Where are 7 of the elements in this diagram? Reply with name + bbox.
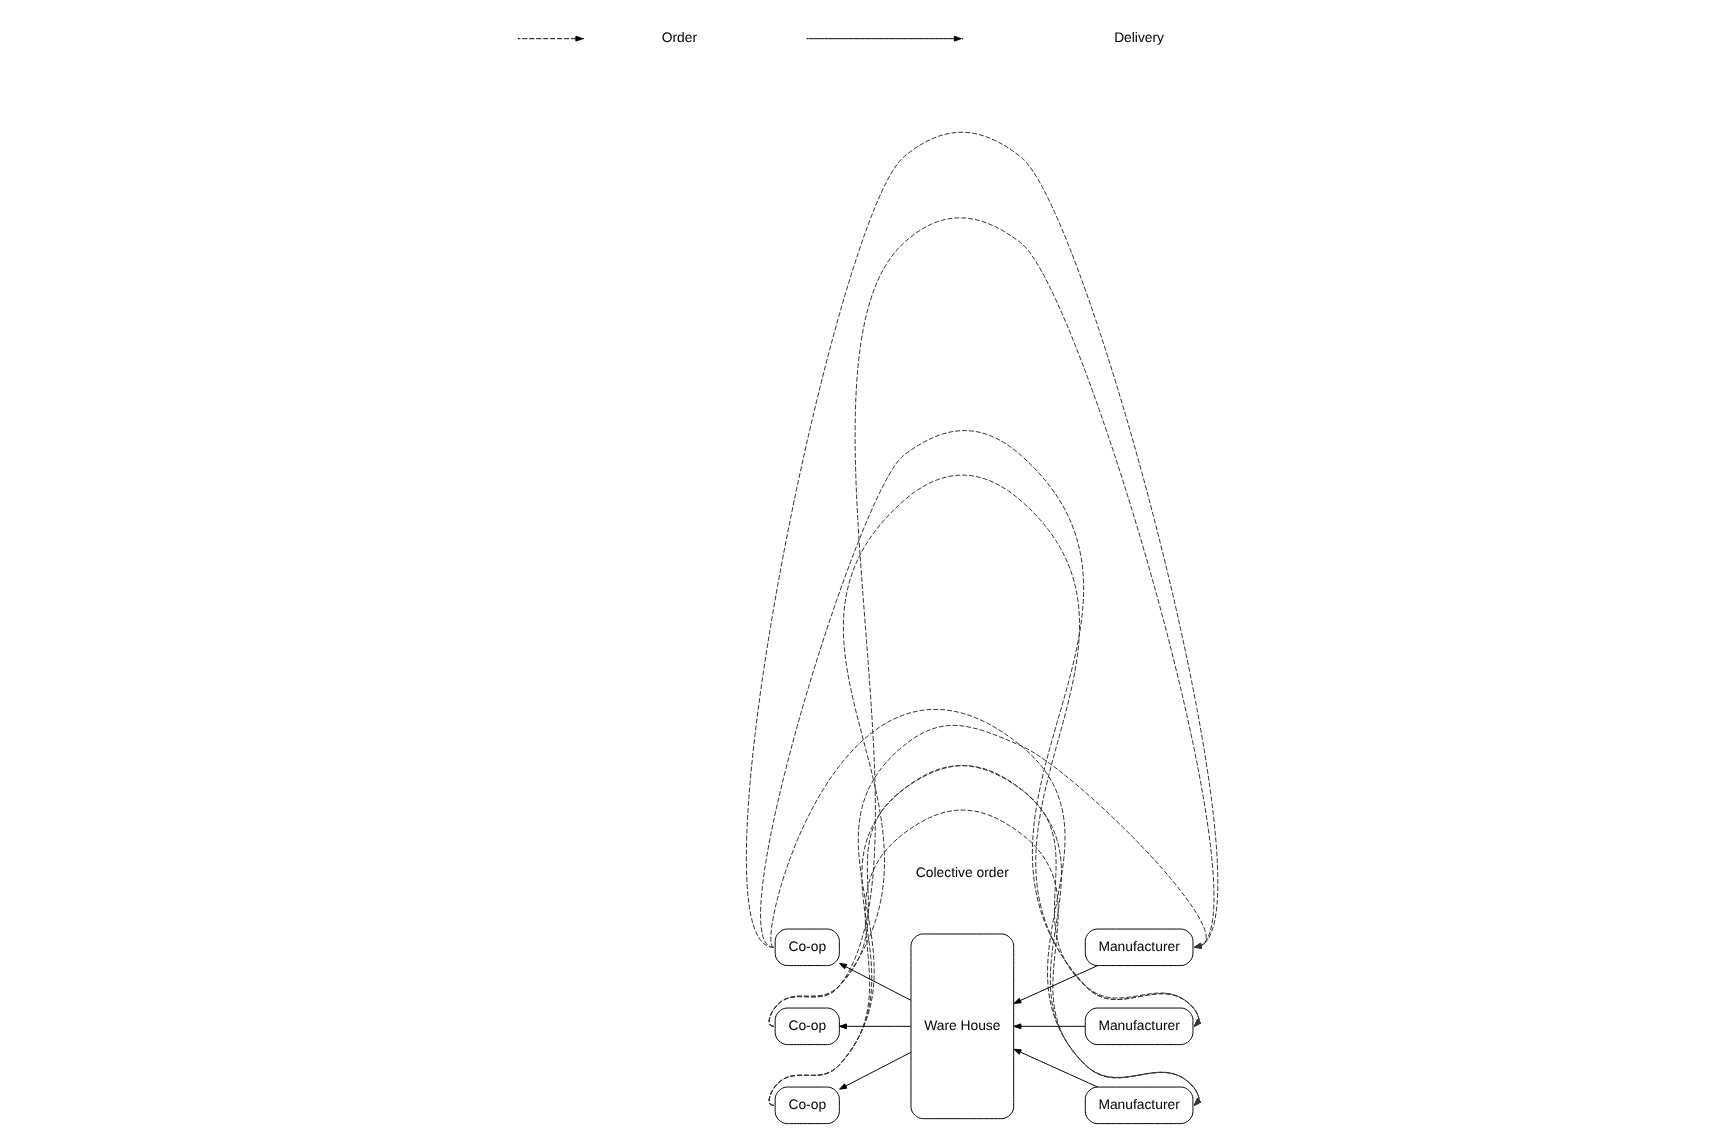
arrow — [838, 1051, 911, 1090]
arrow — [838, 1023, 911, 1030]
arrow — [745, 131, 1218, 949]
arrow — [1012, 965, 1098, 1004]
arrow — [838, 962, 911, 1001]
arrow — [1012, 1023, 1085, 1030]
arrow — [1012, 1048, 1098, 1088]
